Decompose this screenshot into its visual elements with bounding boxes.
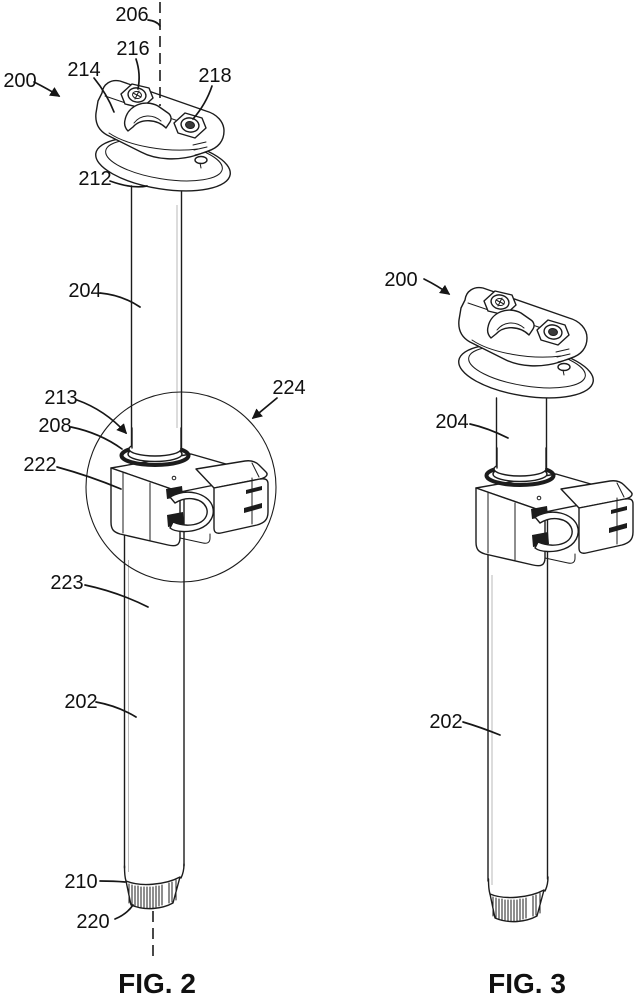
leader-lines-fig3 <box>423 278 509 736</box>
detail-circle-224 <box>85 391 277 583</box>
ref-label-202: 202 <box>429 711 462 733</box>
ref-label-200: 200 <box>3 70 36 92</box>
reference-labels-fig2: 200 206 216 214 218 212 204 224 213 208 … <box>3 4 305 933</box>
ref-label-214: 214 <box>67 59 100 81</box>
ref-label-224: 224 <box>272 377 305 399</box>
ref-label-222: 222 <box>23 454 56 476</box>
ref-label-200: 200 <box>384 269 417 291</box>
ref-label-218: 218 <box>198 65 231 87</box>
leader-lines-fig2 <box>33 19 278 920</box>
ref-label-216: 216 <box>116 38 149 60</box>
ref-label-220: 220 <box>76 911 109 933</box>
ref-label-210: 210 <box>64 871 97 893</box>
figure-2: 200 206 216 214 218 212 204 224 213 208 … <box>3 2 306 999</box>
ref-label-212: 212 <box>78 168 111 190</box>
ref-label-223: 223 <box>50 572 83 594</box>
ref-label-206: 206 <box>115 4 148 26</box>
figure-3: 200 204 202 FIG. 3 <box>384 269 635 999</box>
ref-label-204: 204 <box>68 280 101 302</box>
reference-labels-fig3: 200 204 202 <box>384 269 468 733</box>
ref-label-213: 213 <box>44 387 77 409</box>
ref-label-202: 202 <box>64 691 97 713</box>
fig3-caption: FIG. 3 <box>488 968 566 999</box>
ref-label-208: 208 <box>38 415 71 437</box>
upper-tube <box>130 180 183 452</box>
fig2-caption: FIG. 2 <box>118 968 196 999</box>
ref-label-204: 204 <box>435 411 468 433</box>
lower-tube <box>487 510 549 893</box>
lower-tube <box>123 490 185 882</box>
